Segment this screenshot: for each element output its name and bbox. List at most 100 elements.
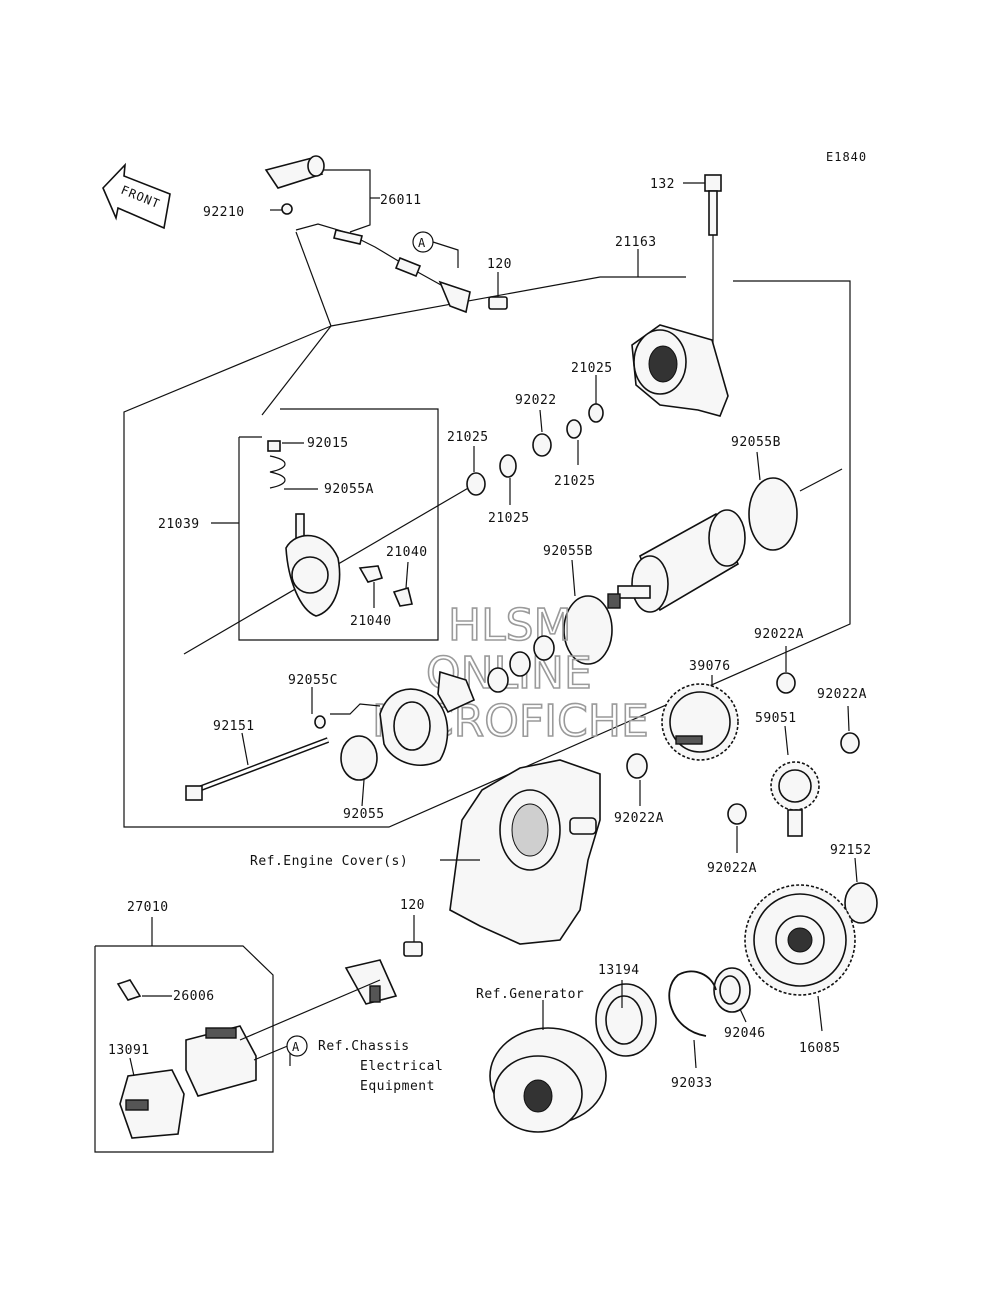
relay-13091 bbox=[119, 1069, 185, 1139]
callout-A-top: A bbox=[412, 231, 459, 268]
svg-text:A: A bbox=[292, 1040, 300, 1054]
washer-small-2 bbox=[509, 651, 531, 677]
label-92055B-left: 92055B bbox=[543, 544, 593, 559]
engine-cover bbox=[449, 759, 601, 945]
label-26011: 26011 bbox=[380, 193, 422, 208]
label-92046: 92046 bbox=[724, 1026, 766, 1041]
starter-front-cover bbox=[379, 670, 476, 766]
label-39076: 39076 bbox=[689, 659, 731, 674]
cable-route-line bbox=[295, 231, 332, 327]
label-27010: 27010 bbox=[127, 900, 169, 915]
leader-92046 bbox=[739, 1008, 747, 1023]
axis-line-2 bbox=[799, 468, 843, 492]
label-92022A-cover: 92022A bbox=[614, 811, 664, 826]
leader-16085 bbox=[817, 995, 823, 1032]
leader-92022A-r2 bbox=[847, 705, 850, 732]
o-ring-92055C bbox=[314, 715, 326, 729]
svg-text:A: A bbox=[418, 236, 426, 250]
leader-92022 bbox=[539, 409, 543, 433]
label-21025-c: 21025 bbox=[447, 430, 489, 445]
leader-92055 bbox=[361, 779, 365, 807]
leader-92033 bbox=[693, 1039, 697, 1069]
label-92022A-r3: 92022A bbox=[707, 861, 757, 876]
relay-box-outline bbox=[94, 945, 274, 1153]
ref-chassis-1: Ref.Chassis bbox=[318, 1039, 410, 1054]
starter-group-outline bbox=[123, 280, 851, 828]
through-bolt-92151 bbox=[185, 737, 330, 801]
ref-chassis-3: Equipment bbox=[360, 1079, 435, 1094]
leader-13091 bbox=[129, 1057, 135, 1077]
cable-route-line-2 bbox=[261, 325, 332, 416]
relay-wire-2 bbox=[253, 1044, 291, 1066]
label-132: 132 bbox=[650, 177, 675, 192]
label-92015: 92015 bbox=[307, 436, 349, 451]
leader-92151 bbox=[241, 732, 249, 766]
label-92055B-right: 92055B bbox=[731, 435, 781, 450]
label-21025-b: 21025 bbox=[554, 474, 596, 489]
o-ring-92055B-left bbox=[563, 595, 613, 665]
label-92033: 92033 bbox=[671, 1076, 713, 1091]
generator-rotor bbox=[489, 1027, 607, 1133]
one-way-clutch-13194 bbox=[595, 983, 657, 1057]
starter-clutch-gear-16085 bbox=[744, 884, 856, 996]
washer-92022A-cover bbox=[626, 753, 648, 779]
label-92022A-r2: 92022A bbox=[817, 687, 867, 702]
label-120-lower: 120 bbox=[400, 898, 425, 913]
label-21040-a: 21040 bbox=[386, 545, 428, 560]
label-92055A: 92055A bbox=[324, 482, 374, 497]
ref-chassis-2: Electrical bbox=[360, 1059, 443, 1074]
relay-bracket bbox=[344, 959, 398, 1005]
front-arrow-icon: FRONT bbox=[102, 162, 171, 230]
idle-gear-39076 bbox=[661, 683, 739, 761]
starter-end-cover bbox=[631, 324, 729, 417]
o-ring-92055B-right bbox=[748, 477, 798, 551]
label-92151: 92151 bbox=[213, 719, 255, 734]
gear-59051 bbox=[770, 761, 820, 837]
bolt-120-lower bbox=[403, 915, 423, 957]
brush-assembly-outline bbox=[238, 408, 439, 641]
leader-92055B-r bbox=[756, 451, 761, 481]
ref-engine-cover: Ref.Engine Cover(s) bbox=[250, 854, 408, 869]
label-21040-b: 21040 bbox=[350, 614, 392, 629]
needle-bearing-92046 bbox=[713, 967, 751, 1013]
label-59051: 59051 bbox=[755, 711, 797, 726]
brush-springs bbox=[358, 565, 413, 607]
leader-92055B-l bbox=[571, 559, 576, 597]
relay-wire-1 bbox=[239, 979, 381, 1041]
label-21025-d: 21025 bbox=[488, 511, 530, 526]
starter-motor-yoke bbox=[607, 509, 746, 613]
label-21163: 21163 bbox=[615, 235, 657, 250]
ref-generator: Ref.Generator bbox=[476, 987, 584, 1002]
label-13194: 13194 bbox=[598, 963, 640, 978]
label-26006: 26006 bbox=[173, 989, 215, 1004]
leader-59051 bbox=[784, 725, 789, 756]
washer-small-1 bbox=[487, 667, 509, 693]
label-92022: 92022 bbox=[515, 393, 557, 408]
washer-92022A-right-1 bbox=[776, 672, 796, 694]
label-92022A-r1: 92022A bbox=[754, 627, 804, 642]
starter-cable bbox=[264, 155, 471, 314]
brush-holder bbox=[267, 440, 341, 617]
o-ring-92055 bbox=[340, 735, 378, 781]
label-16085: 16085 bbox=[799, 1041, 841, 1056]
diagram-code: E1840 bbox=[826, 150, 867, 164]
washer-small-3 bbox=[533, 635, 555, 661]
leader-26011 bbox=[323, 169, 371, 233]
leader-92055C-b bbox=[330, 703, 381, 715]
washer-stack bbox=[466, 403, 604, 496]
snap-ring-92033 bbox=[668, 970, 717, 1037]
starter-relay-27010 bbox=[185, 1025, 257, 1097]
bolt-120-top bbox=[488, 272, 508, 310]
washer-92152 bbox=[844, 882, 878, 924]
leader-92152 bbox=[854, 857, 858, 883]
label-92055C: 92055C bbox=[288, 673, 338, 688]
label-13091: 13091 bbox=[108, 1043, 150, 1058]
label-92152: 92152 bbox=[830, 843, 872, 858]
label-92055: 92055 bbox=[343, 807, 385, 822]
leader-21040-a bbox=[405, 561, 409, 589]
starter-group-outline-top bbox=[330, 276, 686, 327]
washer-92022A-right-2 bbox=[840, 732, 860, 754]
label-21025-a: 21025 bbox=[571, 361, 613, 376]
label-120-top: 120 bbox=[487, 257, 512, 272]
label-21039: 21039 bbox=[158, 517, 200, 532]
